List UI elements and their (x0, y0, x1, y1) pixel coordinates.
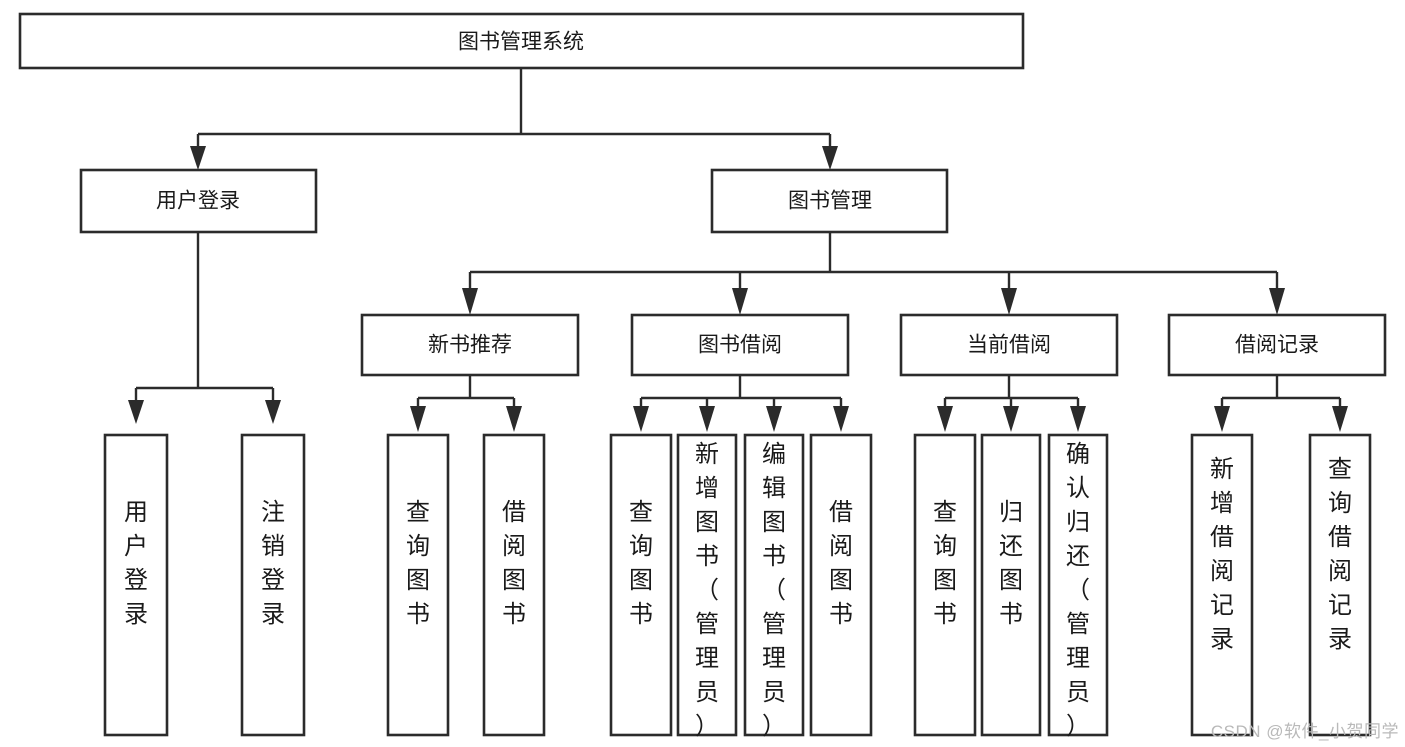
node-current-borrow-label: 当前借阅 (967, 334, 1051, 357)
node-book-borrow-box[interactable] (630, 313, 850, 377)
node-book-management-box[interactable] (710, 168, 949, 234)
node-leaf-query-record[interactable]: 查询借阅记录 (1308, 433, 1372, 737)
node-leaf-query-book-2[interactable]: 查询图书 (609, 433, 673, 737)
node-leaf-borrow-book-2[interactable]: 借阅图书 (809, 433, 873, 737)
node-leaf-confirm-return[interactable]: 确认归还（管理员） (1047, 433, 1109, 740)
node-leaf-confirm-return-box[interactable] (1047, 433, 1109, 737)
node-user-login-label: 用户登录 (156, 190, 240, 213)
node-leaf-query-book-1[interactable]: 查询图书 (386, 433, 450, 737)
node-book-management-label: 图书管理 (788, 190, 872, 213)
node-root-label: 图书管理系统 (458, 31, 584, 54)
node-leaf-query-book-1-label: 查询图书 (406, 499, 430, 628)
node-leaf-edit-book-box[interactable] (743, 433, 805, 737)
nodes-layer: 图书管理系统 用户登录 图书管理 新书推荐 图书借阅 当前借阅 借阅记录 (18, 12, 1387, 740)
edges-layer (128, 68, 1348, 432)
node-leaf-user-login-label: 用户登录 (124, 499, 148, 628)
node-new-book-recommend[interactable]: 新书推荐 (360, 313, 580, 377)
node-leaf-confirm-return-label: 确认归还（管理员） (1066, 441, 1090, 740)
node-user-login[interactable]: 用户登录 (79, 168, 318, 234)
node-leaf-query-book-3-label: 查询图书 (933, 499, 957, 628)
node-leaf-add-record-box[interactable] (1190, 433, 1254, 737)
arrow-to-leaf-user-login (128, 400, 144, 424)
node-leaf-logout-label: 注销登录 (261, 499, 285, 628)
node-current-borrow-box[interactable] (899, 313, 1119, 377)
arrow-to-current-borrow (1001, 288, 1017, 315)
arrow-to-borrow-record (1269, 288, 1285, 315)
node-leaf-borrow-book-2-box[interactable] (809, 433, 873, 737)
node-leaf-query-book-1-box[interactable] (386, 433, 450, 737)
arrow-to-new-book-recommend (462, 288, 478, 315)
node-leaf-logout[interactable]: 注销登录 (240, 433, 306, 737)
node-leaf-query-book-2-label: 查询图书 (629, 499, 653, 628)
node-leaf-query-record-label: 查询借阅记录 (1328, 456, 1352, 653)
node-leaf-query-book-2-box[interactable] (609, 433, 673, 737)
node-leaf-borrow-book-1[interactable]: 借阅图书 (482, 433, 546, 737)
arrow-to-leaf-return-book (1003, 406, 1019, 432)
node-book-management[interactable]: 图书管理 (710, 168, 949, 234)
arrow-to-user-login (190, 146, 206, 170)
arrow-to-leaf-edit-book (766, 406, 782, 432)
node-new-book-recommend-box[interactable] (360, 313, 580, 377)
node-leaf-edit-book-label: 编辑图书（管理员） (762, 441, 786, 740)
node-leaf-return-book-label: 归还图书 (999, 499, 1023, 628)
node-leaf-user-login-box[interactable] (103, 433, 169, 737)
node-leaf-return-book[interactable]: 归还图书 (980, 433, 1042, 737)
node-new-book-recommend-label: 新书推荐 (428, 334, 512, 357)
arrow-to-leaf-confirm-return (1070, 406, 1086, 432)
node-borrow-record[interactable]: 借阅记录 (1167, 313, 1387, 377)
node-current-borrow[interactable]: 当前借阅 (899, 313, 1119, 377)
arrow-to-leaf-query-book-1 (410, 406, 426, 432)
node-borrow-record-label: 借阅记录 (1235, 334, 1319, 357)
node-leaf-add-book-label: 新增图书（管理员） (695, 441, 719, 740)
node-root-box[interactable] (18, 12, 1025, 70)
arrow-to-leaf-add-book (699, 406, 715, 432)
node-leaf-query-book-3-box[interactable] (913, 433, 977, 737)
node-leaf-logout-box[interactable] (240, 433, 306, 737)
arrow-to-book-management (822, 146, 838, 170)
arrow-to-leaf-query-book-3 (937, 406, 953, 432)
node-leaf-return-book-box[interactable] (980, 433, 1042, 737)
arrow-to-leaf-logout (265, 400, 281, 424)
arrow-to-book-borrow (732, 288, 748, 315)
node-leaf-borrow-book-2-label: 借阅图书 (829, 499, 853, 628)
node-leaf-query-book-3[interactable]: 查询图书 (913, 433, 977, 737)
node-leaf-add-record-label: 新增借阅记录 (1210, 456, 1234, 653)
node-leaf-add-book-box[interactable] (676, 433, 738, 737)
arrow-to-leaf-borrow-book-2 (833, 406, 849, 432)
node-leaf-borrow-book-1-label: 借阅图书 (502, 499, 526, 628)
arrow-to-leaf-query-book-2 (633, 406, 649, 432)
node-leaf-query-record-box[interactable] (1308, 433, 1372, 737)
node-leaf-borrow-book-1-box[interactable] (482, 433, 546, 737)
node-book-borrow-label: 图书借阅 (698, 334, 782, 357)
arrow-to-leaf-query-record (1332, 406, 1348, 432)
csdn-watermark: CSDN @软件_小贺同学 (1210, 722, 1399, 741)
node-root[interactable]: 图书管理系统 (18, 12, 1025, 70)
node-user-login-box[interactable] (79, 168, 318, 234)
node-book-borrow[interactable]: 图书借阅 (630, 313, 850, 377)
arrow-to-leaf-add-record (1214, 406, 1230, 432)
arrow-to-leaf-borrow-book-1 (506, 406, 522, 432)
node-leaf-user-login[interactable]: 用户登录 (103, 433, 169, 737)
node-leaf-add-record[interactable]: 新增借阅记录 (1190, 433, 1254, 737)
node-leaf-edit-book[interactable]: 编辑图书（管理员） (743, 433, 805, 740)
node-leaf-add-book[interactable]: 新增图书（管理员） (676, 433, 738, 740)
node-borrow-record-box[interactable] (1167, 313, 1387, 377)
